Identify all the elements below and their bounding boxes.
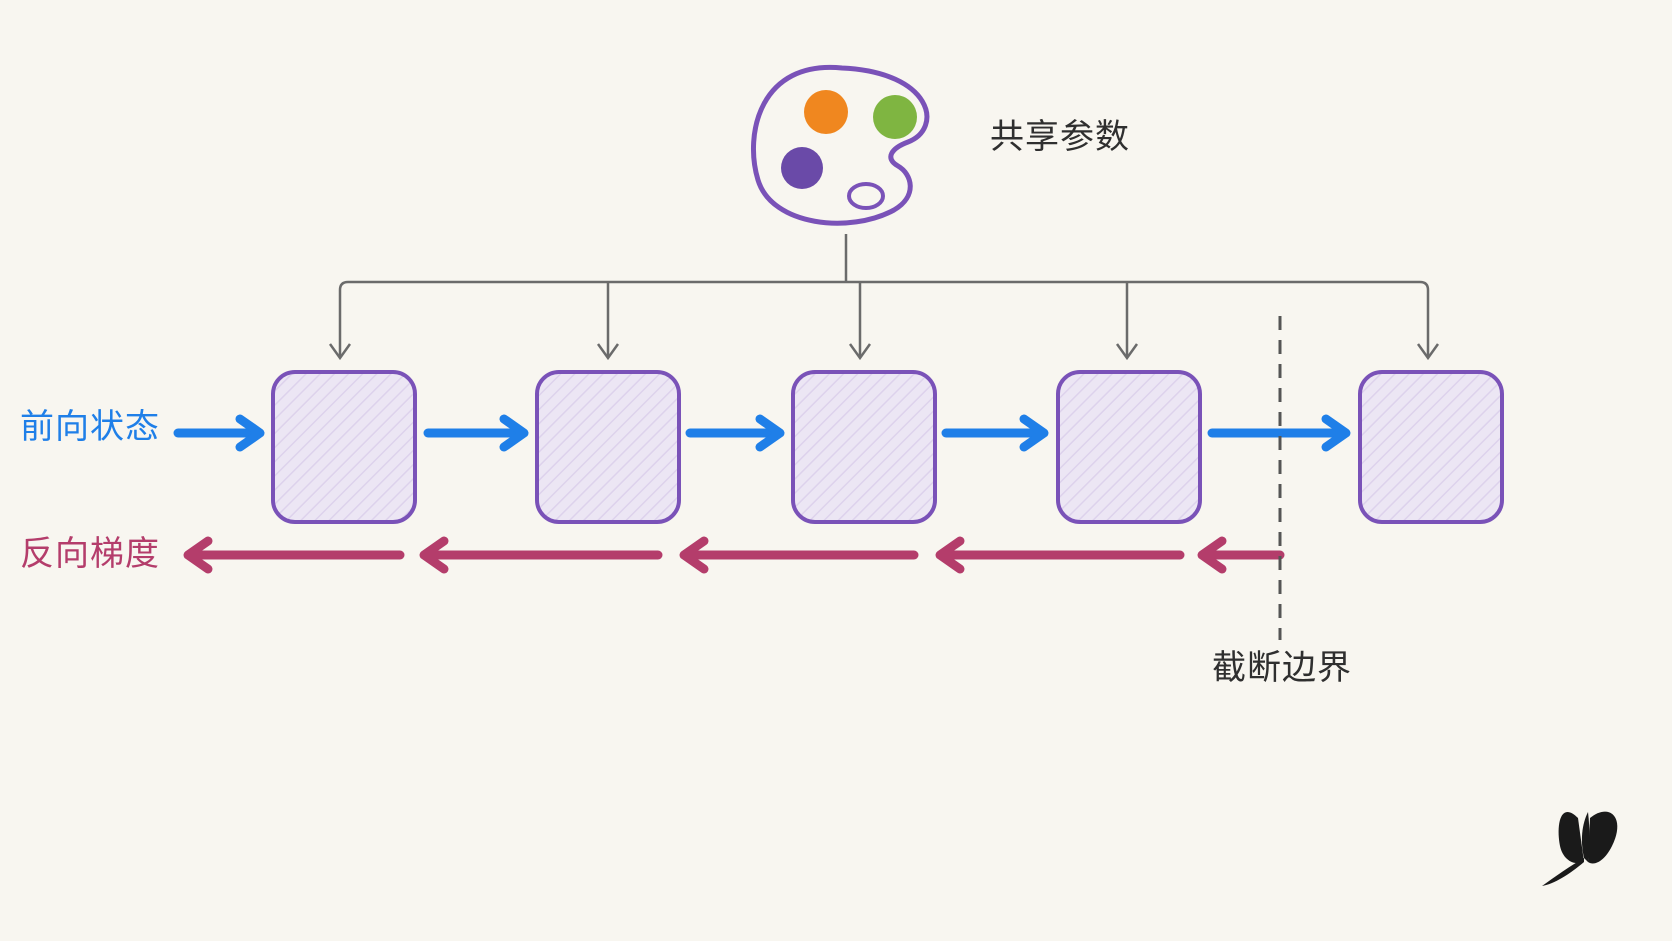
forward-arrow-3 xyxy=(685,414,785,452)
butterfly-logo-icon xyxy=(1542,811,1618,886)
backward-arrows xyxy=(183,536,1285,574)
node-4 xyxy=(1056,370,1202,524)
node-5 xyxy=(1358,370,1504,524)
backward-arrow-1 xyxy=(183,536,405,574)
green-paint-dot xyxy=(873,95,917,139)
node-1 xyxy=(271,370,417,524)
forward-arrow-4 xyxy=(941,414,1049,452)
truncation-boundary-label: 截断边界 xyxy=(1212,648,1352,688)
palette-hole xyxy=(847,182,885,210)
backward-arrow-4 xyxy=(935,536,1185,574)
backward-arrow-2 xyxy=(419,536,663,574)
backward-arrow-3 xyxy=(679,536,919,574)
palette-icon xyxy=(750,64,930,226)
purple-paint-dot xyxy=(781,147,823,189)
shared-params-label: 共享参数 xyxy=(990,117,1130,157)
node-3 xyxy=(791,370,937,524)
forward-state-label: 前向状态 xyxy=(20,407,160,447)
forward-arrow-5 xyxy=(1207,414,1351,452)
forward-arrow-2 xyxy=(423,414,529,452)
backward-gradient-label: 反向梯度 xyxy=(20,534,160,574)
node-2 xyxy=(535,370,681,524)
orange-paint-dot xyxy=(804,90,848,134)
backward-arrow-5 xyxy=(1197,536,1285,574)
shared-param-connectors xyxy=(328,234,1440,361)
forward-arrows xyxy=(173,414,1351,452)
forward-arrow-1 xyxy=(173,414,265,452)
